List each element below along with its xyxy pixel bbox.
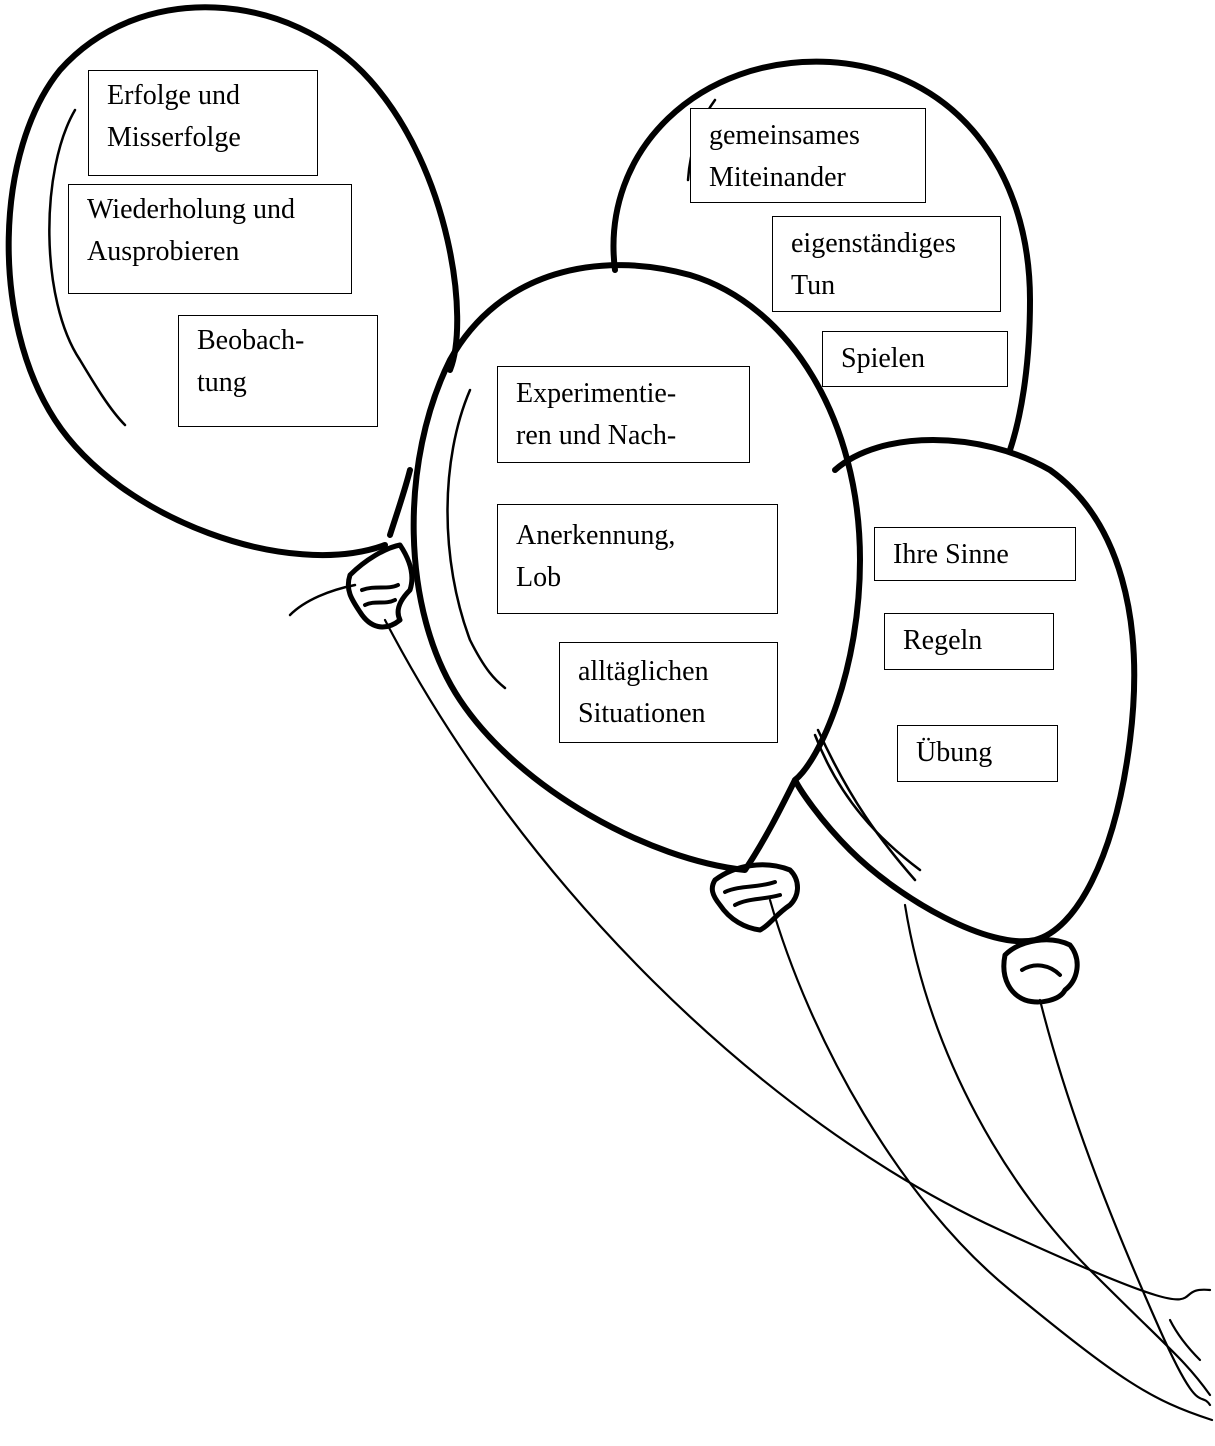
- label-spielen: Spielen: [822, 331, 1008, 387]
- label-regeln: Regeln: [884, 613, 1054, 670]
- label-line: Übung: [916, 737, 993, 768]
- label-erfolge: Erfolge und Misserfolge: [88, 70, 318, 176]
- label-line: Ihre Sinne: [893, 539, 1009, 570]
- label-line: Beobach-: [197, 325, 305, 356]
- label-line: Anerkennung,: [516, 520, 676, 551]
- label-line: Ausprobieren: [87, 236, 240, 267]
- balloon-middle: [410, 262, 863, 933]
- string-back-right: [903, 903, 1212, 1397]
- label-experimentieren: Experimentie- ren und Nach-: [497, 366, 750, 463]
- label-line: ren und Nach-: [516, 420, 677, 451]
- label-line: alltäglichen: [578, 656, 709, 687]
- label-line: Regeln: [903, 625, 983, 656]
- balloon-front-right: [792, 437, 1138, 1005]
- label-line: Erfolge und: [107, 80, 240, 111]
- string-left: [383, 618, 1212, 1301]
- string-front-right: [1038, 998, 1212, 1407]
- label-line: Spielen: [841, 343, 925, 374]
- label-beobachtung: Beobach- tung: [178, 315, 378, 427]
- string-extra: [1168, 1318, 1202, 1362]
- label-line: Experimentie-: [516, 378, 677, 409]
- label-line: Situationen: [578, 698, 706, 729]
- label-line: eigenständiges: [791, 228, 956, 259]
- balloon-strings: [383, 618, 1214, 1422]
- label-line: Misserfolge: [107, 122, 241, 153]
- label-line: tung: [197, 367, 247, 398]
- string-middle: [768, 898, 1214, 1422]
- label-ihre-sinne: Ihre Sinne: [874, 527, 1076, 581]
- label-anerkennung: Anerkennung, Lob: [497, 504, 778, 614]
- label-alltaeglichen: alltäglichen Situationen: [559, 642, 778, 743]
- label-wiederholung: Wiederholung und Ausprobieren: [68, 184, 352, 294]
- label-uebung: Übung: [897, 725, 1058, 782]
- label-line: gemeinsames: [709, 120, 860, 151]
- label-gemeinsames: gemeinsames Miteinander: [690, 108, 926, 203]
- label-eigenstaendiges: eigenständiges Tun: [772, 216, 1001, 312]
- label-line: Wiederholung und: [87, 194, 296, 225]
- label-line: Miteinander: [709, 162, 846, 193]
- balloon-left: [5, 4, 461, 630]
- label-line: Tun: [791, 270, 836, 301]
- label-line: Lob: [516, 562, 562, 593]
